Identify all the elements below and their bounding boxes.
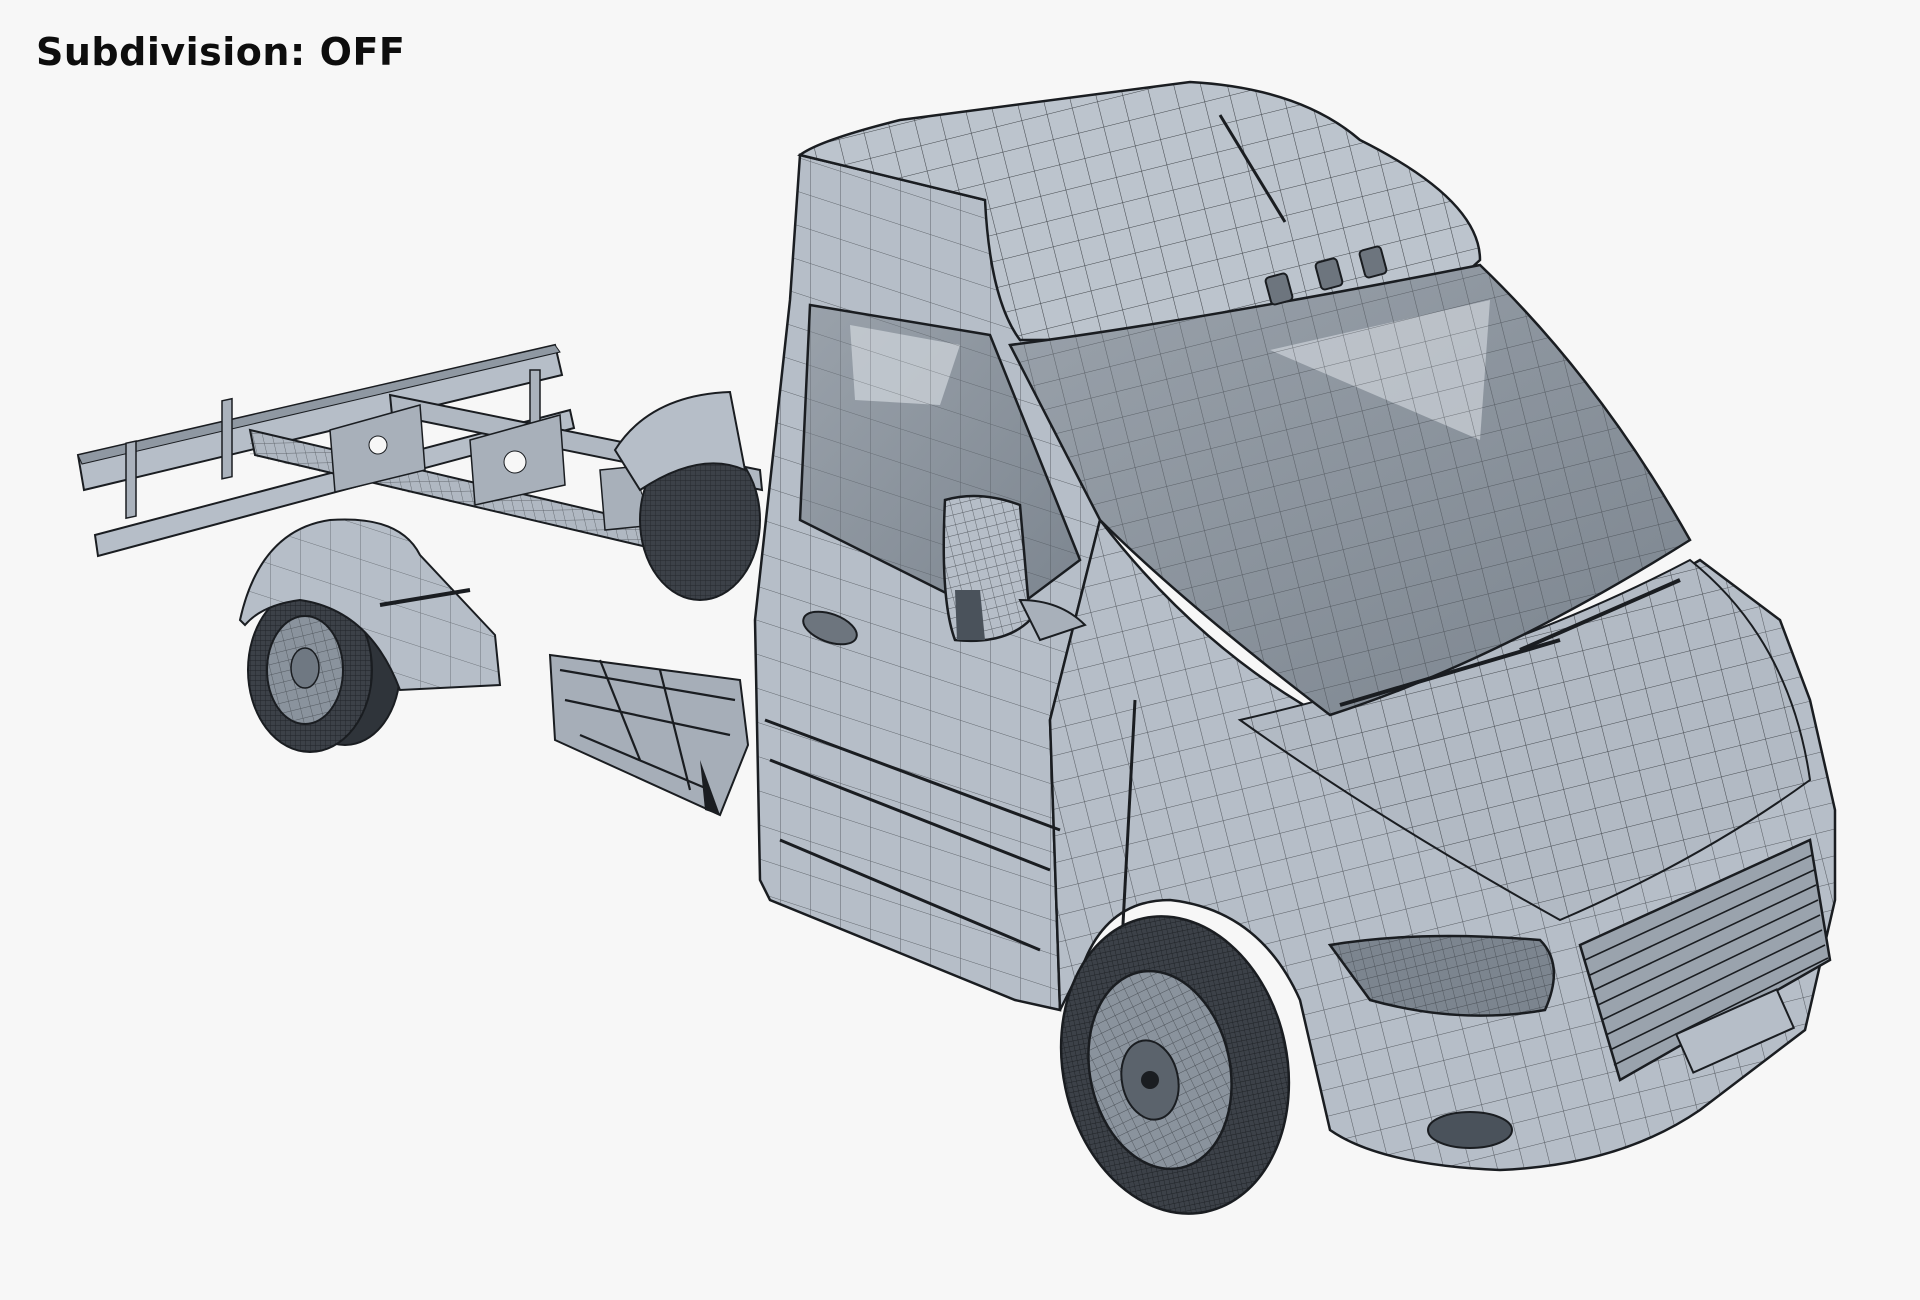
- headlight: [1327, 934, 1556, 1017]
- rear-wheel-far: [613, 390, 761, 601]
- door-handle: [802, 610, 858, 646]
- license-plate: [1674, 988, 1796, 1074]
- windshield: [1008, 263, 1692, 717]
- subdivision-label-key: Subdivision:: [36, 30, 306, 74]
- front-wheel: [1059, 915, 1291, 1215]
- front-grille: [1578, 838, 1832, 1082]
- antenna-icon: [1218, 114, 1287, 223]
- roof-marker-lights: [1264, 245, 1388, 306]
- fog-light: [1427, 1111, 1513, 1149]
- subdivision-status-label: Subdivision: OFF: [36, 30, 405, 74]
- side-mirror: [942, 494, 1087, 643]
- subdivision-label-value: OFF: [319, 30, 406, 74]
- rear-wheel-near: [238, 518, 502, 753]
